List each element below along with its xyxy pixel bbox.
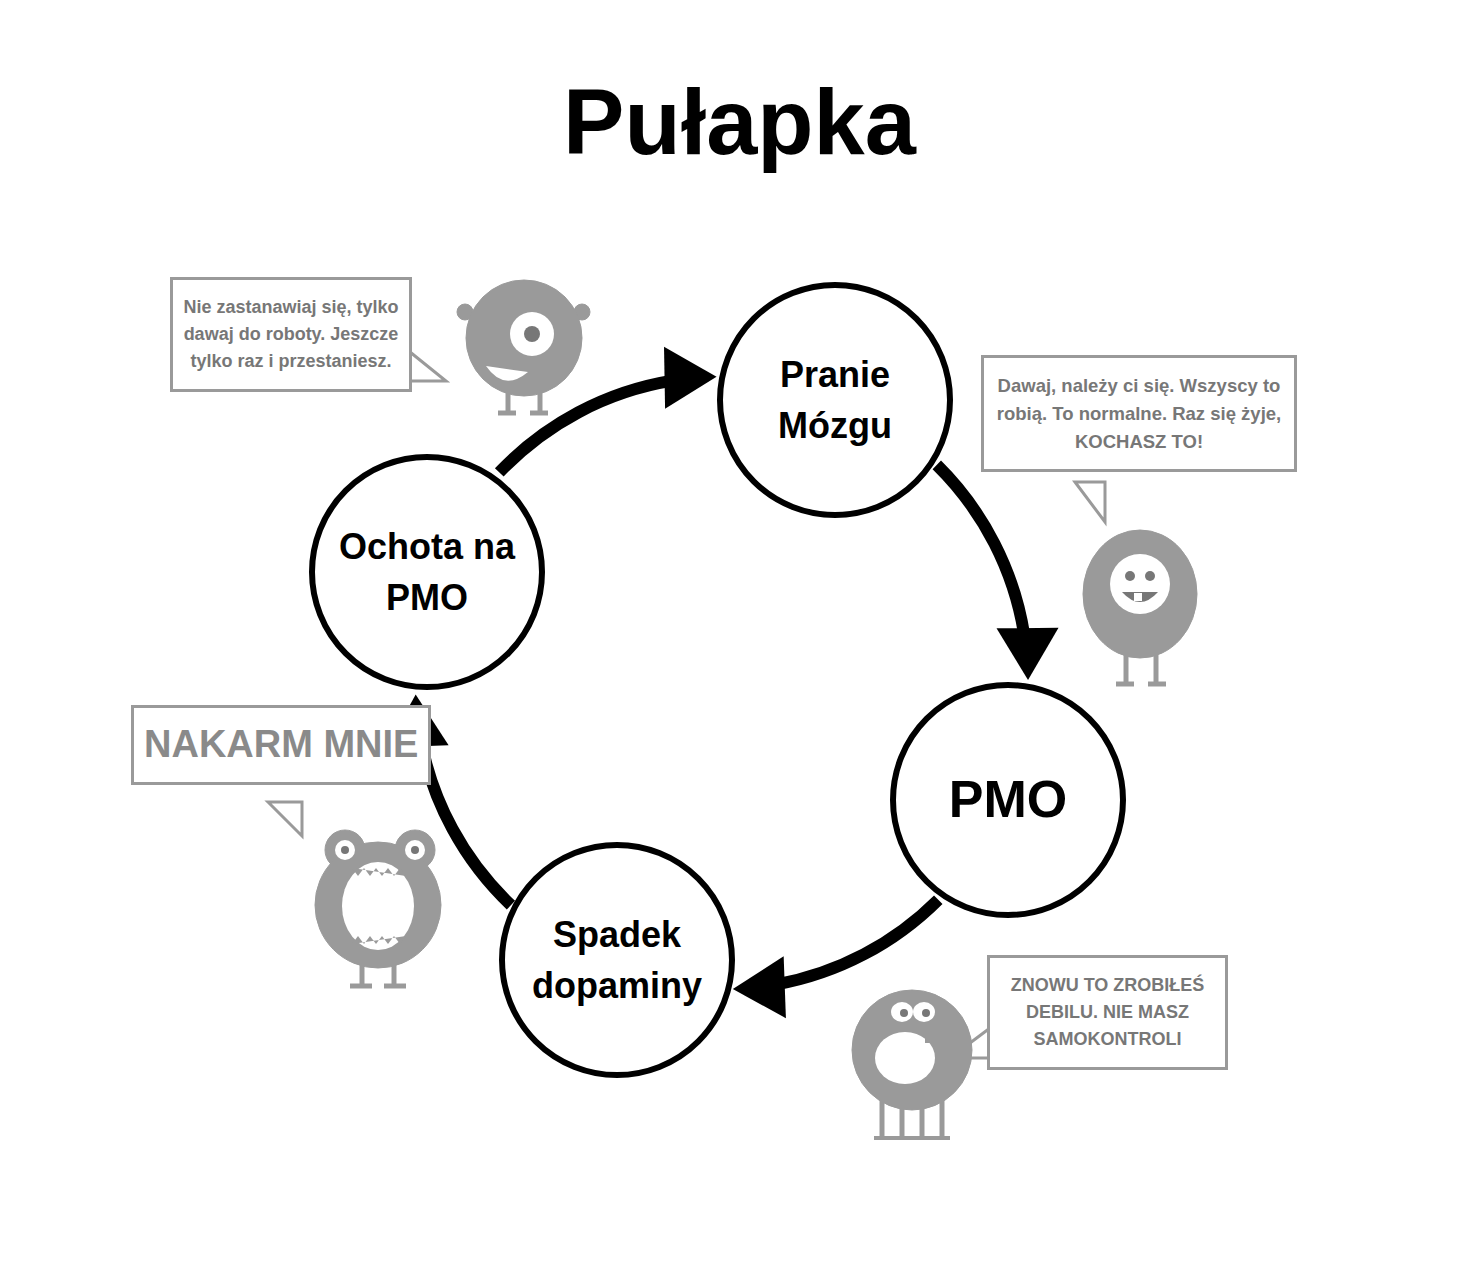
stage-label: PMO xyxy=(949,763,1067,837)
stage-label: Pranie Mózgu xyxy=(737,349,933,451)
monster-figure xyxy=(1083,530,1197,684)
cycle-arrow xyxy=(499,347,716,473)
arrow-shaft xyxy=(937,465,1025,636)
monster-figure xyxy=(315,830,441,986)
speech-bubble: Nie zastanawiaj się, tylko dawaj do robo… xyxy=(170,277,412,392)
bubble-tail xyxy=(410,352,446,381)
stage-label: Ochota na PMO xyxy=(329,521,525,623)
stage-circle: Pranie Mózgu xyxy=(717,282,953,518)
speech-text: Nie zastanawiaj się, tylko dawaj do robo… xyxy=(183,294,399,375)
stage-circle: PMO xyxy=(890,682,1126,918)
cycle-arrow xyxy=(937,465,1059,680)
arrow-head xyxy=(997,628,1059,680)
monster-figure xyxy=(852,990,972,1138)
arrow-head xyxy=(664,347,717,409)
speech-text: NAKARM MNIE xyxy=(144,722,418,768)
arrow-shaft xyxy=(499,381,672,473)
arrow-shaft xyxy=(421,738,511,905)
stage-label: Spadek dopaminy xyxy=(519,909,715,1011)
diagram-title: Pułapka xyxy=(0,72,1479,173)
stage-circle: Spadek dopaminy xyxy=(499,842,735,1078)
arrow-head xyxy=(733,956,786,1018)
speech-bubble: Dawaj, należy ci się. Wszyscy to robią. … xyxy=(981,355,1297,472)
speech-text: Dawaj, należy ci się. Wszyscy to robią. … xyxy=(994,372,1284,455)
cycle-arrow xyxy=(733,900,938,1019)
speech-text: ZNOWU TO ZROBIŁEŚ DEBILU. NIE MASZ SAMOK… xyxy=(1000,972,1215,1053)
stage-circle: Ochota na PMO xyxy=(309,454,545,690)
monster-figure xyxy=(457,280,590,413)
bubble-tail xyxy=(268,802,302,836)
bubble-tail xyxy=(1075,482,1105,522)
arrow-shaft xyxy=(777,900,939,985)
speech-bubble: ZNOWU TO ZROBIŁEŚ DEBILU. NIE MASZ SAMOK… xyxy=(987,955,1228,1070)
speech-bubble: NAKARM MNIE xyxy=(131,705,431,785)
